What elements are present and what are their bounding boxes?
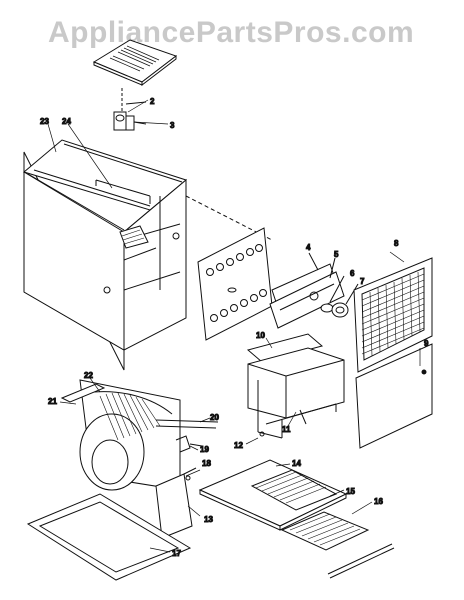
label-12: 12 xyxy=(234,441,243,450)
label-21: 21 xyxy=(48,397,57,406)
base-pan xyxy=(28,494,190,580)
burner-plates xyxy=(270,253,344,328)
label-23: 23 xyxy=(40,117,49,126)
label-16: 16 xyxy=(374,497,383,506)
label-6: 6 xyxy=(350,269,355,278)
limit-switch xyxy=(114,88,146,130)
label-18: 18 xyxy=(202,459,211,468)
label-5: 5 xyxy=(334,250,339,259)
filter-rack xyxy=(200,460,394,578)
label-11: 11 xyxy=(282,425,291,434)
label-4: 4 xyxy=(306,243,311,252)
blower-door xyxy=(356,344,432,448)
callout-labels: 2 3 4 5 6 7 8 9 10 11 12 13 14 15 16 17 … xyxy=(40,97,430,559)
label-22: 22 xyxy=(84,371,93,380)
cabinet xyxy=(24,140,272,370)
leader-lines xyxy=(48,100,420,552)
label-7: 7 xyxy=(360,277,365,286)
top-vent-cover xyxy=(94,40,176,85)
label-19: 19 xyxy=(200,445,209,454)
label-14: 14 xyxy=(292,459,301,468)
label-24: 24 xyxy=(62,117,71,126)
label-15: 15 xyxy=(346,487,355,496)
blower-housing xyxy=(62,380,218,490)
label-10: 10 xyxy=(256,331,265,340)
control-plate xyxy=(156,468,196,538)
label-3: 3 xyxy=(170,121,175,130)
heat-exchanger-panel xyxy=(198,228,272,340)
grille-door xyxy=(354,258,432,372)
label-17: 17 xyxy=(172,549,181,558)
watermark: AppliancePartsPros.com xyxy=(48,16,415,49)
gasket-and-sight-glass xyxy=(321,276,358,317)
label-9: 9 xyxy=(424,339,429,348)
label-2: 2 xyxy=(150,97,155,106)
label-8: 8 xyxy=(394,239,399,248)
blower-frame xyxy=(248,334,344,438)
label-20: 20 xyxy=(210,413,219,422)
label-13: 13 xyxy=(204,515,213,524)
